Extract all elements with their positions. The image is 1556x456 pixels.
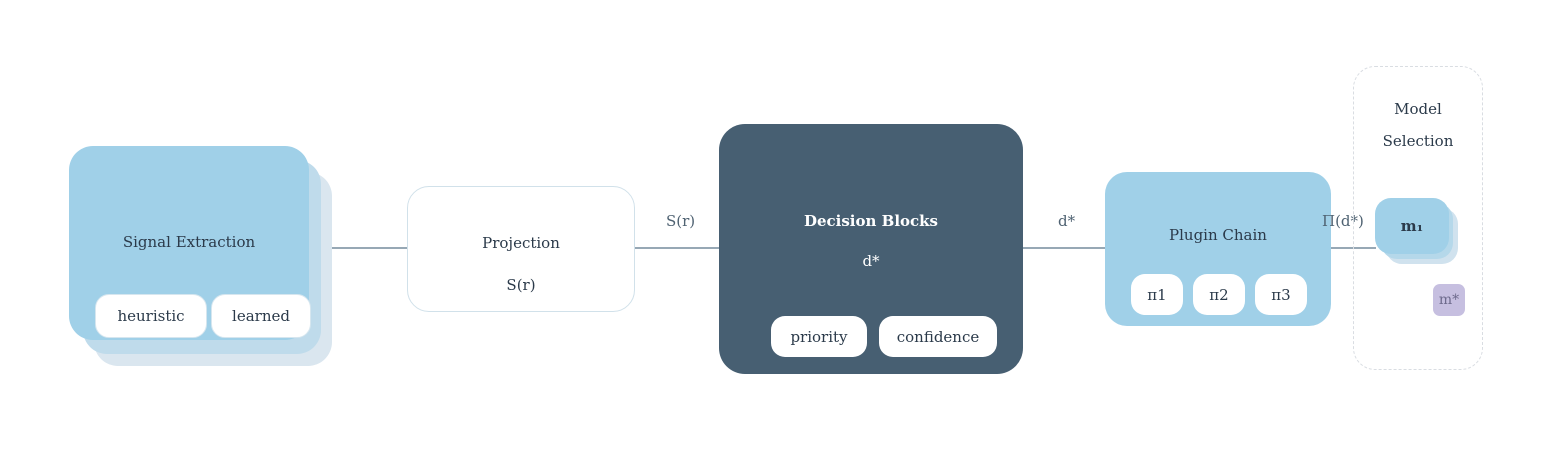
projection-subtitle: S(r): [506, 276, 536, 294]
selected-model-badge[interactable]: m*: [1433, 284, 1465, 316]
connector-projection-decision: [634, 247, 720, 249]
plugin-pill-1: π1: [1131, 274, 1183, 315]
priority-pill: priority: [771, 316, 867, 357]
model-m1-node[interactable]: m₁: [1375, 198, 1449, 254]
plugin-pill-2: π2: [1193, 274, 1245, 315]
decision-blocks-subtitle: d*: [862, 252, 880, 270]
model-selection-title-line1: Model: [1394, 100, 1442, 118]
decision-blocks-node[interactable]: Decision Blocks d* priority confidence: [719, 124, 1023, 374]
edge-label-d-star: d*: [1058, 212, 1076, 230]
plugin-pill-3: π3: [1255, 274, 1307, 315]
confidence-pill: confidence: [879, 316, 997, 357]
connector-signal-projection: [330, 247, 408, 249]
plugin-chain-title: Plugin Chain: [1169, 226, 1267, 244]
signal-extraction-node[interactable]: Signal Extraction heuristic learned: [69, 146, 311, 340]
plugin-chain-node[interactable]: Plugin Chain π1 π2 π3: [1105, 172, 1331, 326]
model-selection-group: Model Selection: [1353, 66, 1483, 370]
model-selection-title-line2: Selection: [1382, 132, 1454, 150]
learned-pill: learned: [211, 294, 311, 338]
heuristic-pill: heuristic: [95, 294, 207, 338]
decision-blocks-title: Decision Blocks: [803, 212, 938, 230]
projection-title: Projection: [482, 234, 560, 252]
signal-extraction-title: Signal Extraction: [122, 233, 256, 251]
connector-decision-plugin: [1022, 247, 1106, 249]
edge-label-sr: S(r): [666, 212, 696, 230]
projection-node[interactable]: Projection S(r): [407, 186, 635, 312]
